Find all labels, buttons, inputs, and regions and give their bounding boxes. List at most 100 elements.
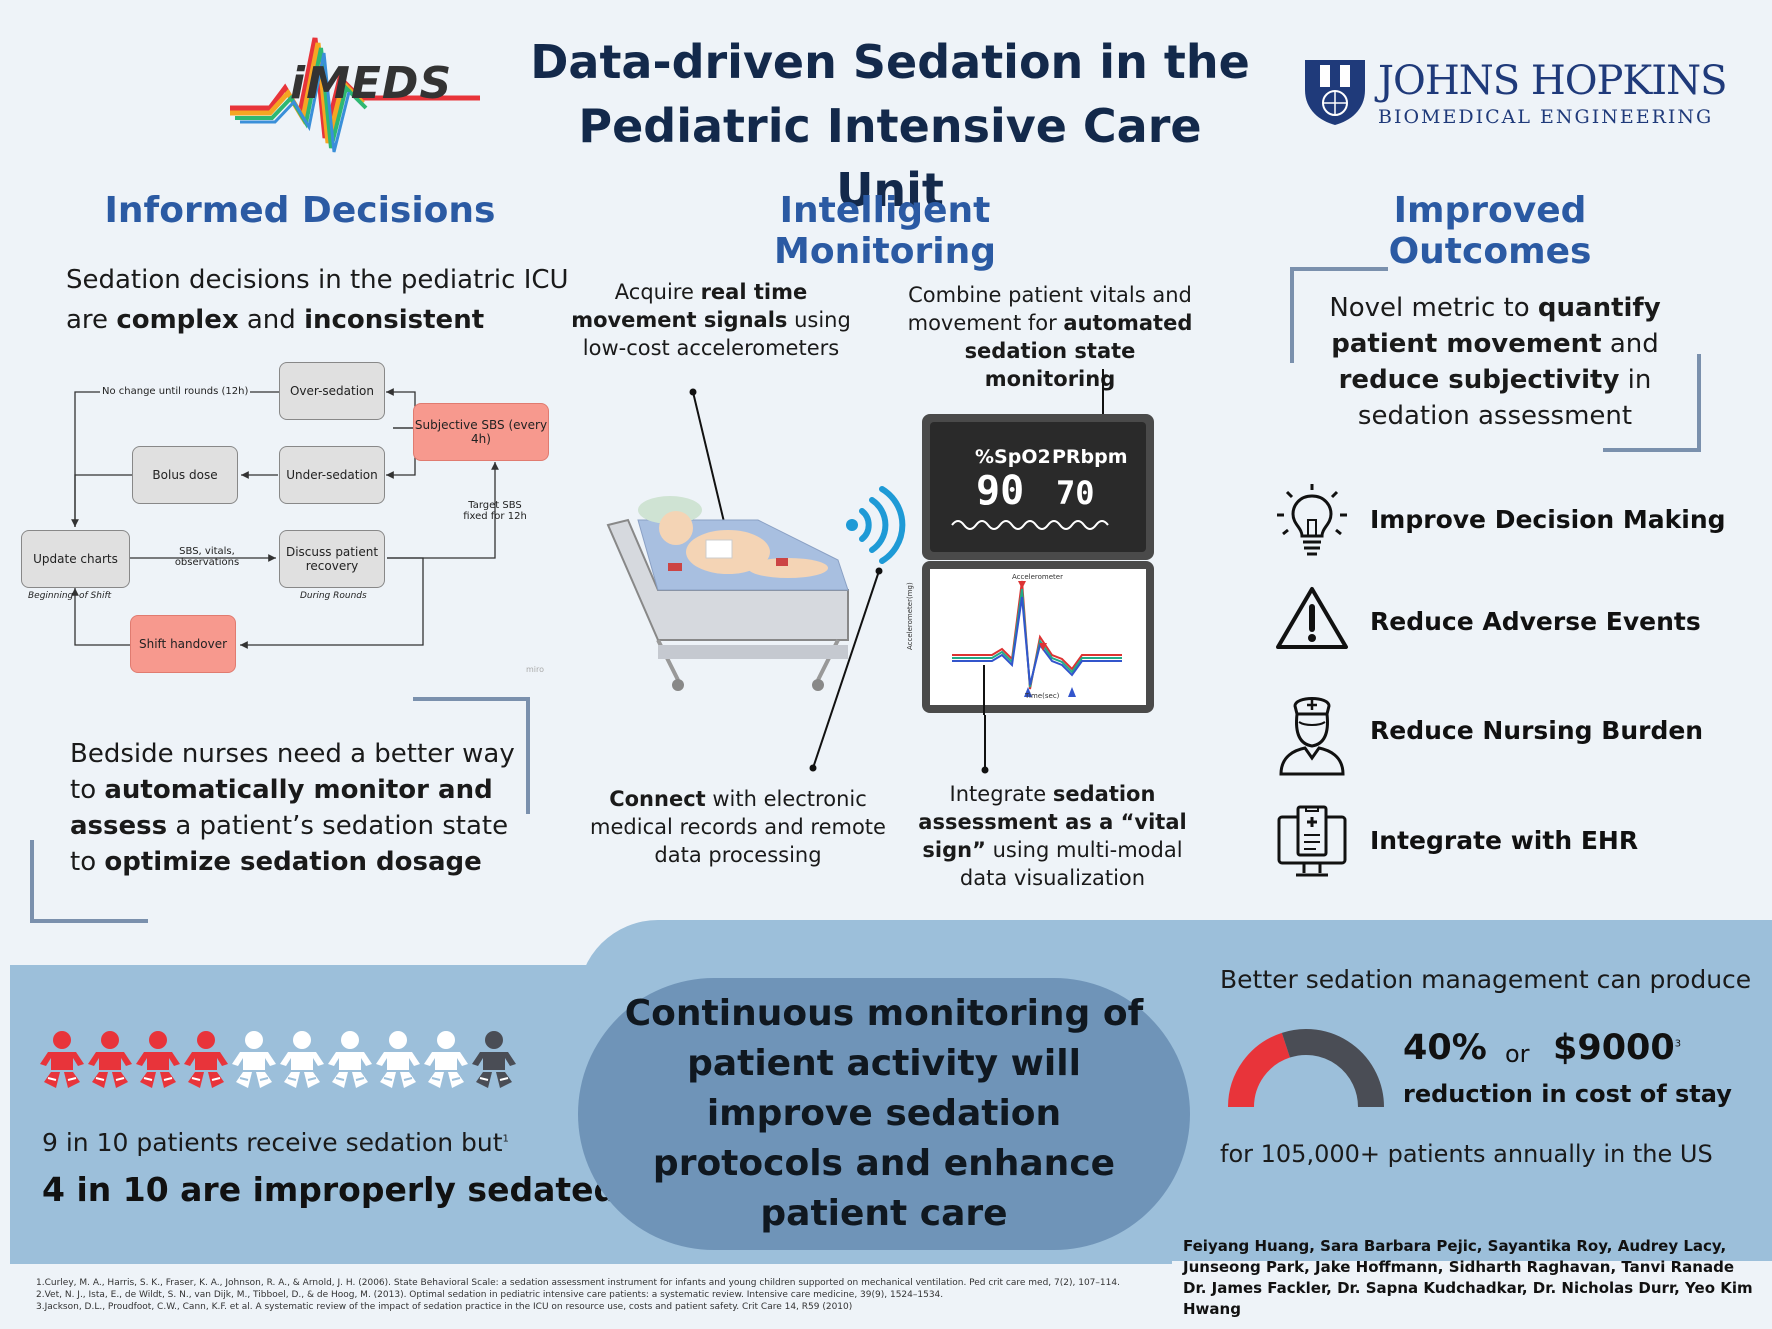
chart-title: Accelerometer	[1012, 573, 1063, 581]
cost-reduction-gauge	[1228, 1029, 1384, 1108]
benefit-integrate-ehr: Integrate with EHR	[1370, 826, 1639, 855]
integrate-text-part: using multi-modal	[985, 838, 1183, 862]
chart-ylabel: Accelerometer(mg)	[906, 582, 914, 650]
references-list: 1.Curley, M. A., Harris, S. K., Fraser, …	[36, 1277, 1166, 1313]
spo2-label: %SpO2	[975, 446, 1051, 468]
combine-bold: automated	[1063, 311, 1193, 335]
spo2-value: 90	[976, 468, 1025, 514]
baby-icon	[472, 1031, 516, 1088]
connect-line-2: medical records and remote	[590, 815, 886, 839]
title-line-1: Data-driven Sedation in the	[530, 35, 1250, 89]
reference-item: 2.Vet, N. J., Ista, E., de Wildt, S. N.,…	[36, 1290, 944, 1300]
acquire-text-part: Acquire	[614, 280, 701, 304]
combine-text-part: movement for	[907, 311, 1064, 335]
wireless-signal-icon	[846, 486, 906, 564]
integrate-line-4: data visualization	[959, 866, 1146, 890]
integrate-line-1: Integrate sedation	[915, 780, 1190, 808]
flow-label-sbs-vitals: SBS, vitals, observations	[174, 546, 240, 568]
acquire-bold: movement signals	[571, 308, 788, 332]
integrate-bold: sedation	[1052, 782, 1156, 806]
better-management-text: Better sedation management can produce	[1220, 965, 1752, 994]
metric-text: Novel metric to quantify patient movemen…	[1320, 290, 1670, 434]
poster-title: Data-driven Sedation in the Pediatric In…	[520, 30, 1260, 222]
ref-1: 1	[502, 1133, 509, 1145]
patient-bed-illustration	[606, 388, 849, 691]
flow-under-sedation: Under-sedation	[279, 446, 385, 504]
connect-pointer-line	[809, 567, 883, 772]
author-line: Feiyang Huang, Sara Barbara Pejic, Sayan…	[1183, 1237, 1727, 1255]
connect-bold: Connect	[609, 787, 706, 811]
combine-line-1: Combine patient vitals and	[908, 283, 1192, 307]
combine-line-2: movement for automated	[905, 309, 1195, 337]
flow-subjective-sbs: Subjective SBS (every 4h)	[413, 403, 549, 461]
bracket-top-right	[413, 697, 530, 814]
integrate-pointer-line	[981, 715, 989, 774]
section-informed-decisions: Informed Decisions	[104, 190, 496, 231]
author-line: Junseong Park, Jake Hoffmann, Sidharth R…	[1183, 1258, 1734, 1276]
flowchart-connectors	[71, 388, 499, 649]
imeds-logo-text: iMEDS	[290, 58, 453, 109]
metric-text-part: and	[1601, 329, 1659, 359]
flow-update-charts: Update charts	[21, 530, 130, 588]
section-improved-outcomes: Improved Outcomes	[1388, 190, 1592, 272]
left-intro-inconsistent: inconsistent	[304, 305, 485, 335]
jhu-shield-icon	[1305, 60, 1365, 125]
acquire-text-part: using	[787, 308, 851, 332]
flow-label-no-change: No change until rounds (12h)	[100, 386, 251, 397]
reference-item: 3.Jackson, D.L., Proudfoot, C.W., Cann, …	[36, 1302, 853, 1312]
baby-icon	[232, 1031, 276, 1088]
flow-over-sedation: Over-sedation	[279, 362, 385, 420]
integrate-bold: sign”	[922, 838, 986, 862]
nurse-bold: assess	[70, 811, 168, 841]
vitals-monitor-illustration	[922, 369, 1154, 715]
annual-patients-text: for 105,000+ patients annually in the US	[1220, 1140, 1713, 1168]
key-message-pill: Continuous monitoring of patient activit…	[578, 978, 1190, 1250]
authors-list: Feiyang Huang, Sara Barbara Pejic, Sayan…	[1183, 1236, 1772, 1320]
flow-bolus-dose: Bolus dose	[132, 446, 238, 504]
baby-icon	[88, 1031, 132, 1088]
flow-label-of-shift: of Shift	[79, 591, 112, 601]
baby-icon	[328, 1031, 372, 1088]
metric-line-3: reduce subjectivity in	[1320, 362, 1670, 398]
left-intro-complex: complex	[116, 305, 239, 335]
nurse-line-1: Bedside nurses need a better way	[70, 739, 515, 769]
title-line-2: Pediatric Intensive Care Unit	[578, 99, 1202, 217]
metric-line-2: patient movement and	[1320, 326, 1670, 362]
benefit-reduce-nursing: Reduce Nursing Burden	[1370, 716, 1704, 745]
nurse-icon	[1279, 697, 1345, 776]
nurse-bold: optimize sedation dosage	[104, 847, 482, 877]
benefit-reduce-adverse: Reduce Adverse Events	[1370, 607, 1701, 636]
left-intro-text: and	[238, 305, 305, 335]
miro-watermark: miro	[526, 665, 545, 674]
left-intro-text: are	[66, 305, 117, 335]
reference-item: 1.Curley, M. A., Harris, S. K., Fraser, …	[36, 1278, 1120, 1288]
acquire-text: Acquire real time movement signals using…	[570, 278, 852, 362]
author-line: Dr. James Fackler, Dr. Sapna Kudchadkar,…	[1183, 1279, 1753, 1318]
connect-line-1: Connect with electronic	[588, 785, 888, 813]
section-intelligent-monitoring: Intelligent Monitoring	[774, 190, 996, 272]
sedation-stat-line-1: 9 in 10 patients receive sedation but1	[42, 1128, 509, 1157]
metric-text-part: Novel metric to	[1329, 293, 1538, 323]
cost-or: or	[1505, 1040, 1530, 1068]
nurse-text: to	[70, 847, 105, 877]
cost-pct: 40%	[1403, 1028, 1487, 1068]
metric-line-1: Novel metric to quantify	[1320, 290, 1670, 326]
ref-3: 3	[1674, 1038, 1682, 1050]
ehr-monitor-icon	[1277, 805, 1347, 877]
warning-icon	[1276, 587, 1348, 649]
integrate-text: Integrate sedation assessment as a “vita…	[915, 780, 1190, 892]
integrate-text-part: Integrate	[949, 782, 1053, 806]
acquire-line-2: movement signals using	[570, 306, 852, 334]
sedation-stat-text: 9 in 10 patients receive sedation but	[42, 1128, 503, 1157]
nurse-text: to	[70, 775, 105, 805]
metric-line-4: sedation assessment	[1357, 401, 1633, 431]
acquire-bold: real time	[700, 280, 808, 304]
cost-dollars: $90003	[1553, 1028, 1681, 1068]
left-intro-line-1: Sedation decisions in the pediatric ICU	[66, 265, 569, 295]
flow-label-during-rounds: During Rounds	[300, 591, 367, 601]
sedation-stat-line-2: 4 in 10 are improperly sedated2	[42, 1170, 624, 1209]
cost-reduction-label: reduction in cost of stay	[1403, 1080, 1732, 1108]
baby-icons-row	[40, 1030, 520, 1100]
bracket-bottom-left	[30, 840, 148, 923]
connect-text-part: with electronic	[705, 787, 867, 811]
